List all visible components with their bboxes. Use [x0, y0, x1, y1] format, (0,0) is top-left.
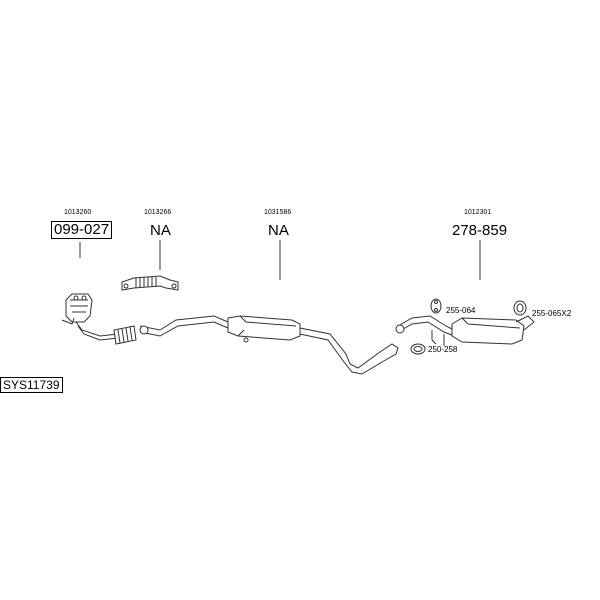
rubber-mount-icon-255-064 — [430, 298, 442, 314]
centre-silencer — [227, 315, 301, 343]
clamp-ring-icon-250-258 — [410, 343, 426, 355]
flange-front — [139, 325, 149, 335]
rubber-mount-icon-255-065 — [513, 300, 527, 316]
intermediate-pipe — [139, 315, 229, 337]
flexible-pipe-na — [121, 275, 179, 291]
rear-pipe — [299, 327, 399, 375]
system-code: SYS11739 — [0, 377, 63, 393]
front-pipe — [75, 321, 119, 341]
hardware-label-250-258[interactable]: 250-258 — [428, 345, 458, 354]
catalytic-converter — [61, 293, 93, 325]
part-ref-1: 1013260 — [64, 209, 92, 216]
hanger-hook-rear — [431, 330, 445, 346]
tail-connector-pipe — [397, 315, 455, 337]
hardware-label-255-065[interactable]: 255-065X2 — [532, 309, 572, 318]
tail-flange — [395, 324, 405, 334]
hardware-label-255-064[interactable]: 255-064 — [446, 306, 476, 315]
part-ref-4: 1012301 — [464, 209, 492, 216]
part-number-1[interactable]: 099-027 — [51, 221, 113, 239]
part-ref-2: 1013266 — [144, 209, 172, 216]
part-number-2[interactable]: NA — [150, 222, 171, 239]
part-number-3[interactable]: NA — [268, 222, 289, 239]
flexible-joint-lower — [113, 325, 137, 345]
rear-silencer — [451, 315, 535, 345]
part-number-4[interactable]: 278-859 — [452, 222, 508, 239]
part-ref-3: 1031586 — [264, 209, 292, 216]
